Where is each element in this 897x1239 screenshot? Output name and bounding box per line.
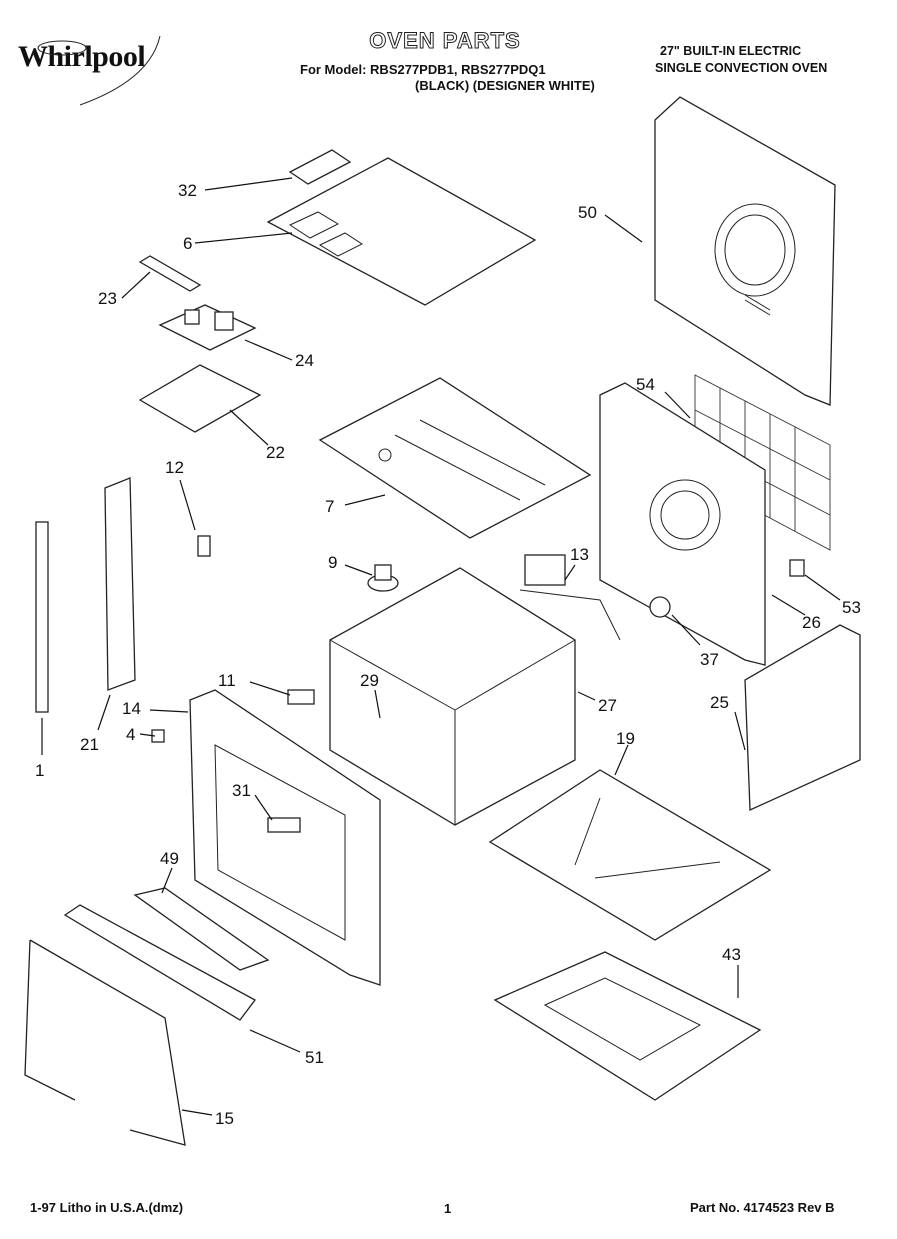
callout-25: 25 bbox=[710, 693, 729, 712]
part-43-bottom-frame bbox=[493, 951, 762, 1101]
part-25-side-panel bbox=[744, 624, 861, 811]
callout-37: 37 bbox=[700, 650, 719, 669]
footer-part-number: Part No. 4174523 Rev B bbox=[690, 1200, 835, 1215]
part-26-rear-panel bbox=[599, 382, 766, 666]
callout-19: 19 bbox=[616, 729, 635, 748]
callout-49: 49 bbox=[160, 849, 179, 868]
part-27-oven-cavity bbox=[329, 567, 576, 826]
callout-53: 53 bbox=[842, 598, 861, 617]
footer-litho: 1-97 Litho in U.S.A.(dmz) bbox=[30, 1200, 184, 1215]
callout-27: 27 bbox=[598, 696, 617, 715]
part-7-heat-shield bbox=[318, 377, 592, 539]
model-line: For Model: RBS277PDB1, RBS277PDQ1 bbox=[300, 62, 546, 77]
callout-7: 7 bbox=[325, 497, 334, 516]
part-37-fan-blade bbox=[649, 596, 671, 618]
part-6-top-panel bbox=[266, 157, 537, 306]
callout-6: 6 bbox=[183, 234, 192, 253]
part-23-bracket bbox=[138, 255, 202, 292]
callout-4: 4 bbox=[126, 725, 135, 744]
part-1-trim-strip bbox=[35, 521, 49, 713]
callout-14: 14 bbox=[122, 699, 141, 718]
spec-line-2: SINGLE CONVECTION OVEN bbox=[655, 61, 828, 75]
callout-43: 43 bbox=[722, 945, 741, 964]
part-22-cover bbox=[138, 364, 262, 433]
callout-32: 32 bbox=[178, 181, 197, 200]
part-9-thermostat bbox=[367, 564, 399, 592]
spec-line-1: 27" BUILT-IN ELECTRIC bbox=[660, 44, 802, 58]
part-14-front-frame bbox=[189, 689, 381, 986]
part-31-lamp bbox=[267, 817, 301, 833]
callout-31: 31 bbox=[232, 781, 251, 800]
callout-13: 13 bbox=[570, 545, 589, 564]
part-32-plate bbox=[288, 149, 352, 185]
callout-26: 26 bbox=[802, 613, 821, 632]
callout-21: 21 bbox=[80, 735, 99, 754]
callout-24: 24 bbox=[295, 351, 314, 370]
part-21-side-rail bbox=[104, 477, 136, 691]
callout-12: 12 bbox=[165, 458, 184, 477]
callout-54: 54 bbox=[636, 375, 655, 394]
part-50-back-panel bbox=[654, 96, 836, 406]
callout-50: 50 bbox=[578, 203, 597, 222]
callout-11: 11 bbox=[218, 671, 236, 690]
part-13-element bbox=[519, 554, 621, 641]
part-19-bottom-tray bbox=[488, 769, 772, 941]
callout-29: 29 bbox=[360, 671, 379, 690]
footer-page-number: 1 bbox=[444, 1201, 452, 1216]
callout-1: 1 bbox=[35, 761, 44, 780]
part-51-trim-bar bbox=[63, 904, 256, 1021]
callout-9: 9 bbox=[328, 553, 337, 572]
callout-23: 23 bbox=[98, 289, 117, 308]
callout-51: 51 bbox=[305, 1048, 324, 1067]
part-12-sensor bbox=[197, 535, 211, 557]
part-24-switch-assembly bbox=[158, 304, 257, 351]
callout-22: 22 bbox=[266, 443, 285, 462]
variant-line: (BLACK) (DESIGNER WHITE) bbox=[415, 78, 595, 93]
leader-lines bbox=[41, 177, 841, 1116]
brand-swoosh-icon bbox=[37, 35, 161, 106]
callout-15: 15 bbox=[215, 1109, 234, 1128]
part-11-light-socket bbox=[287, 689, 315, 705]
page-title: OVEN PARTS bbox=[369, 28, 521, 54]
part-49-filler-strip bbox=[133, 887, 270, 971]
part-53-clip bbox=[789, 559, 805, 577]
part-15-door-gasket bbox=[24, 939, 186, 1146]
